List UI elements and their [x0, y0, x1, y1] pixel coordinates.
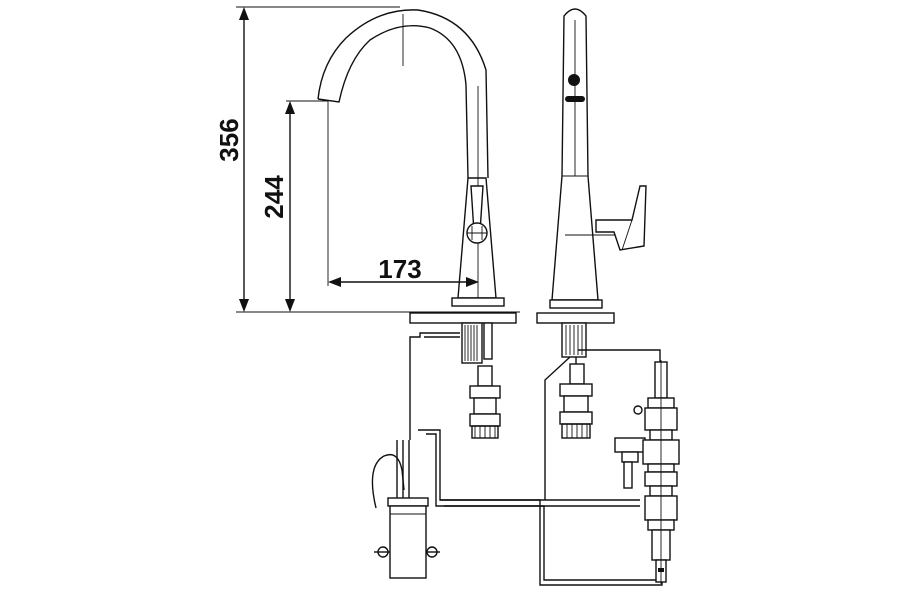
dimension-356	[236, 6, 520, 313]
dimension-244-label: 244	[259, 175, 289, 219]
hose-lines	[409, 332, 663, 586]
deck-mount-side	[536, 312, 615, 439]
dimension-356-label: 356	[214, 118, 244, 161]
control-box	[371, 440, 440, 579]
faucet-front-view	[317, 9, 505, 307]
dimension-173	[327, 101, 479, 287]
deck-mount-front	[409, 312, 517, 439]
faucet-side-view	[549, 8, 647, 309]
dimension-173-label: 173	[378, 254, 421, 284]
valve-assembly	[614, 360, 680, 584]
dimension-244	[285, 100, 328, 312]
